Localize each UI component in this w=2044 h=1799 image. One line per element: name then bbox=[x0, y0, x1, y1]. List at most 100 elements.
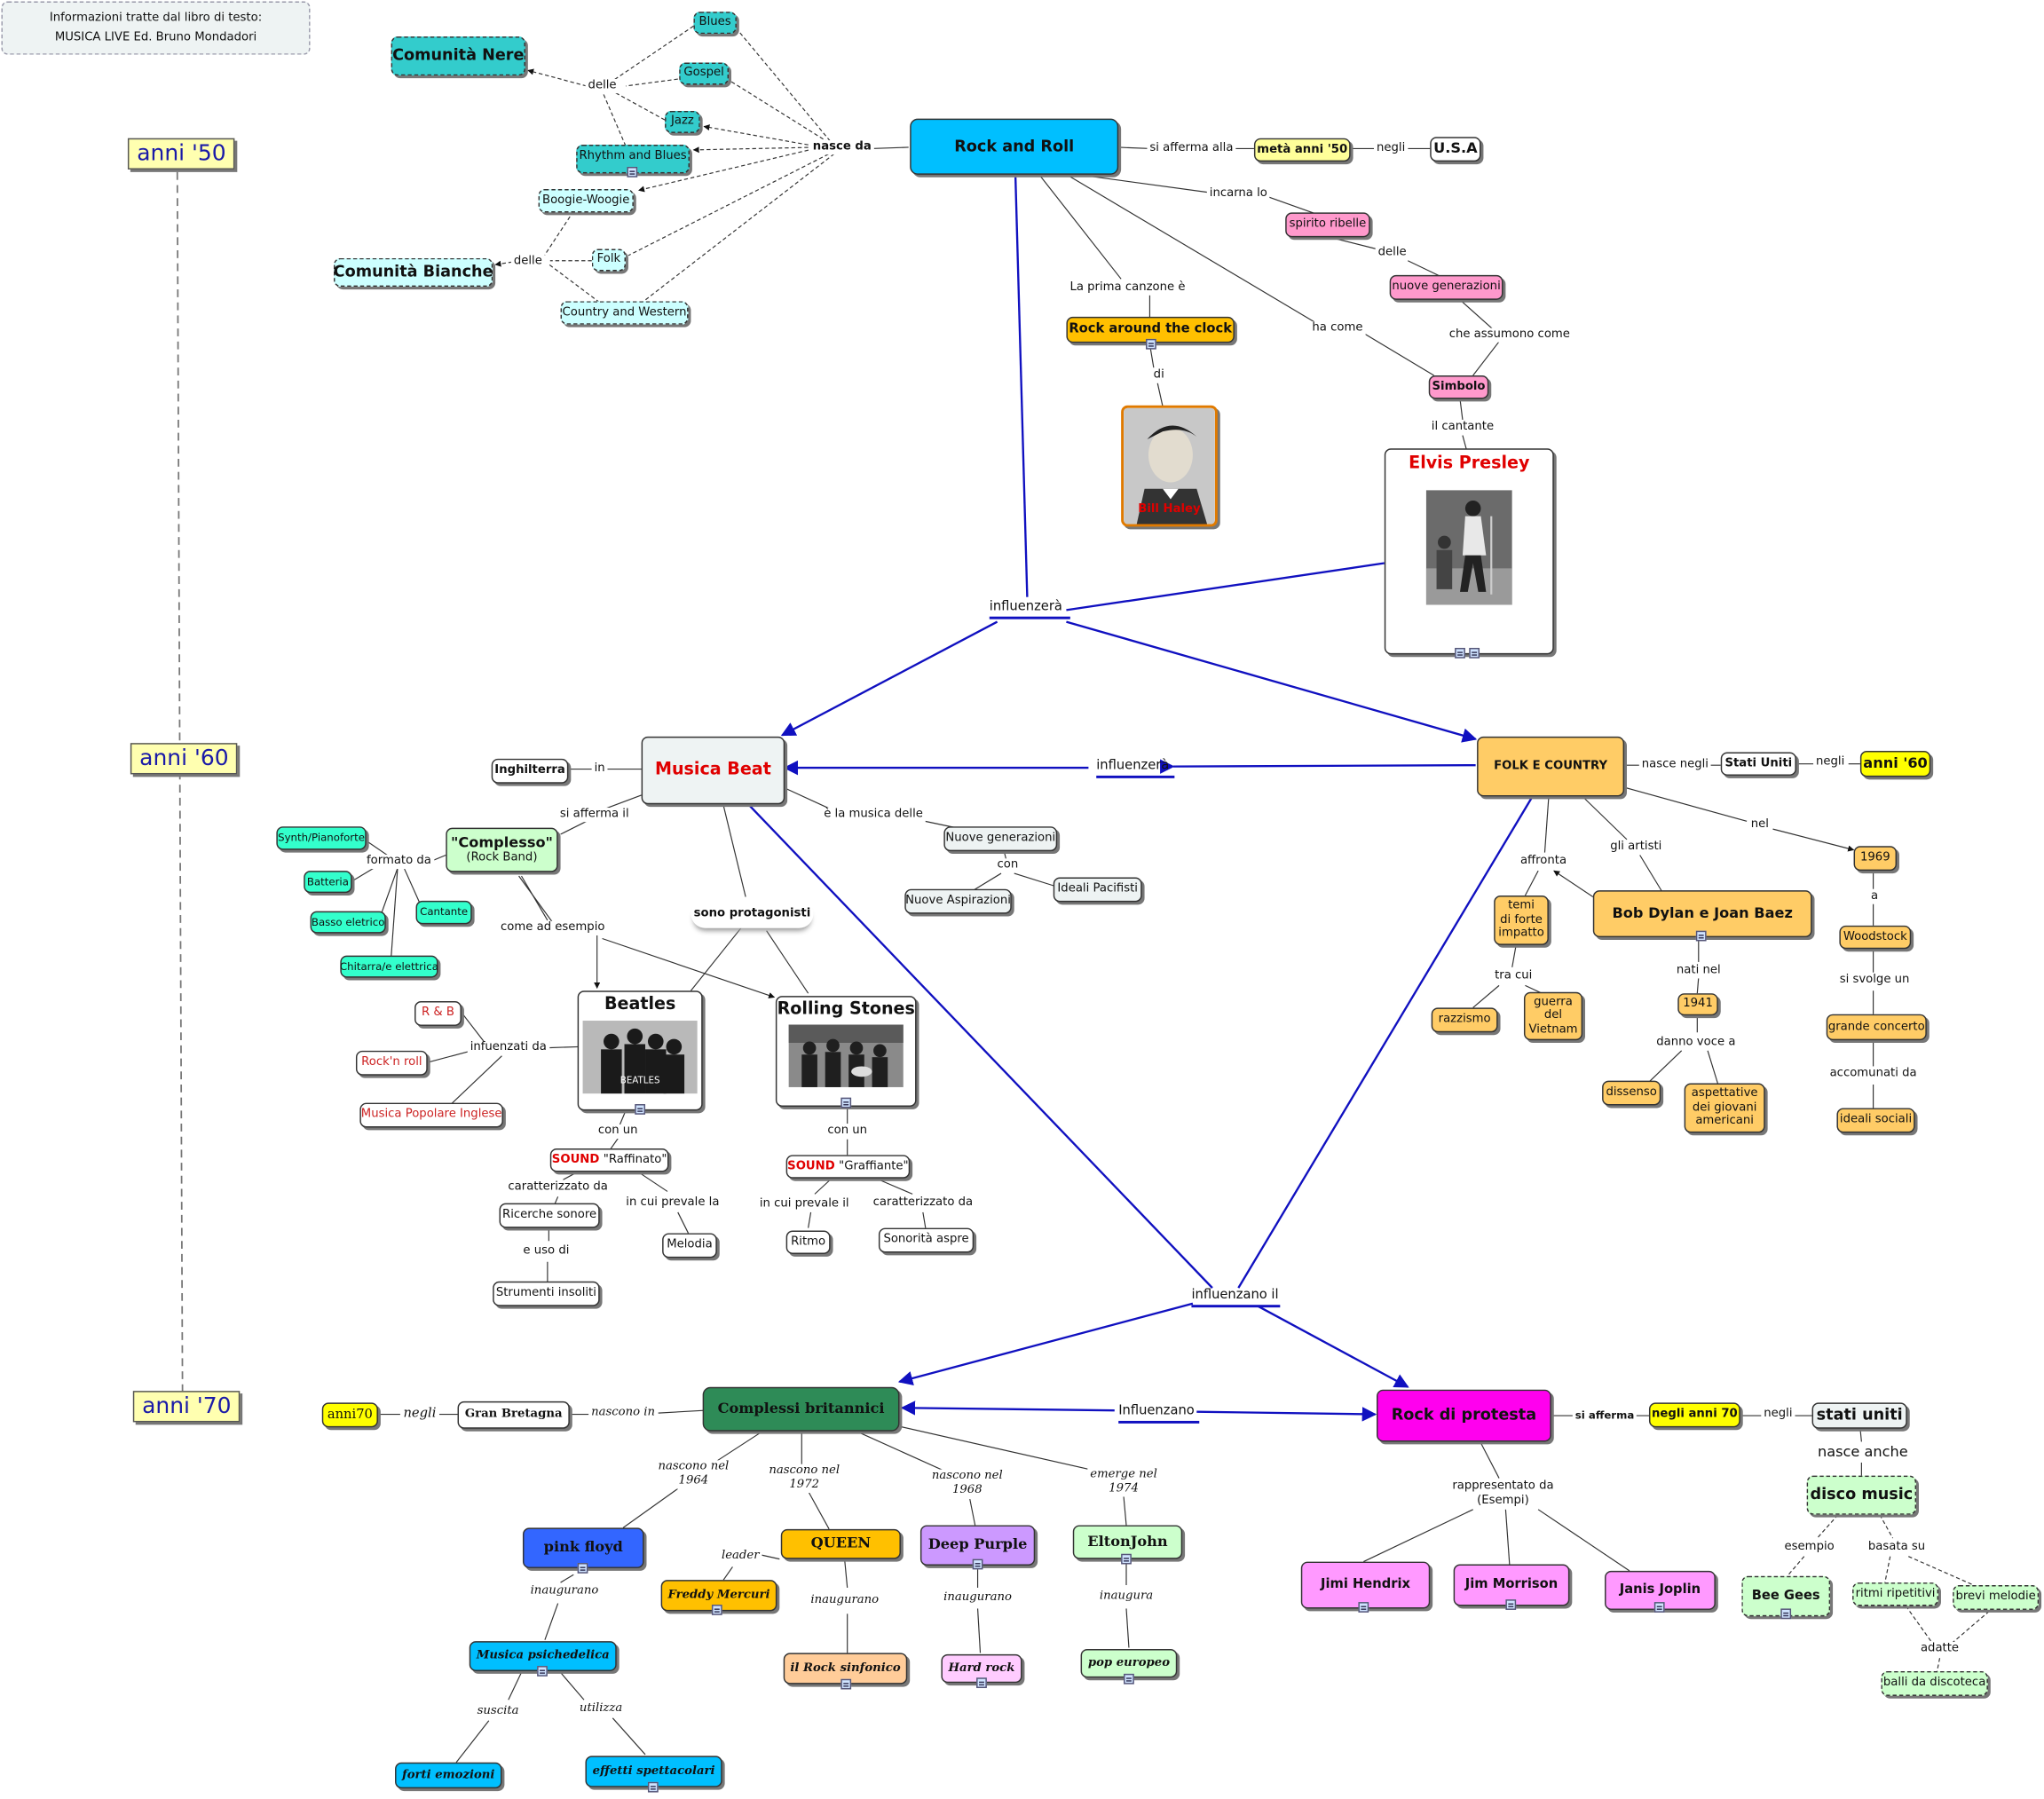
dylan-baez-resource-icon[interactable] bbox=[1695, 930, 1707, 942]
united-states-70s-node[interactable]: stati uniti bbox=[1811, 1402, 1907, 1429]
racism-node[interactable]: razzismo bbox=[1431, 1007, 1498, 1033]
pink-floyd-node[interactable]: pink floyd bbox=[522, 1527, 644, 1568]
boogie-woogie-node[interactable]: Boogie-Woogie bbox=[538, 188, 634, 213]
rock-and-roll-node[interactable]: Rock and Roll bbox=[910, 118, 1119, 175]
rhythm-node[interactable]: Ritmo bbox=[785, 1230, 831, 1254]
new-aspirations-node[interactable]: Nuove Aspirazioni bbox=[904, 888, 1012, 914]
label-beatles-con-un: con un bbox=[595, 1124, 641, 1139]
dance-floor-node[interactable]: balli da discoteca bbox=[1881, 1670, 1988, 1696]
great-britain-node[interactable]: Gran Bretagna bbox=[457, 1401, 570, 1429]
bee-gees-resource-icon[interactable] bbox=[1780, 1608, 1792, 1620]
united-states-60s-node[interactable]: Stati Uniti bbox=[1720, 752, 1796, 776]
year-1969-node[interactable]: 1969 bbox=[1853, 846, 1898, 872]
sound-research-node[interactable]: Ricerche sonore bbox=[499, 1203, 600, 1228]
jazz-node[interactable]: Jazz bbox=[665, 110, 700, 133]
rolling-stones-node[interactable]: Rolling Stones bbox=[775, 996, 917, 1107]
effects-resource-icon[interactable] bbox=[647, 1781, 659, 1793]
freddy-resource-icon[interactable] bbox=[711, 1605, 722, 1615]
england-node[interactable]: Inghilterra bbox=[491, 758, 569, 784]
elton-john-node[interactable]: EltonJohn bbox=[1072, 1525, 1183, 1559]
white-communities-node[interactable]: Comunità Bianche bbox=[334, 257, 493, 288]
morrison-resource-icon[interactable] bbox=[1505, 1599, 1517, 1610]
gospel-node[interactable]: Gospel bbox=[679, 62, 730, 85]
hendrix-resource-icon[interactable] bbox=[1358, 1602, 1369, 1613]
rock-n-roll-node[interactable]: Rock'n roll bbox=[355, 1050, 428, 1076]
era-1950s[interactable]: anni '50 bbox=[127, 138, 235, 170]
rock-around-resource-icon[interactable] bbox=[1146, 338, 1156, 350]
social-ideals-node[interactable]: ideali sociali bbox=[1836, 1108, 1915, 1133]
new-generations-node[interactable]: nuove generazioni bbox=[1389, 274, 1503, 300]
anni70-node[interactable]: anni70 bbox=[321, 1402, 378, 1428]
blues-node[interactable]: Blues bbox=[693, 12, 737, 35]
sound-graffiante-node[interactable]: SOUND"Graffiante" bbox=[785, 1155, 911, 1179]
big-concert-node[interactable]: grande concerto bbox=[1826, 1014, 1927, 1041]
symbol-node[interactable]: Simbolo bbox=[1428, 375, 1489, 399]
melody-node[interactable]: Melodia bbox=[662, 1233, 717, 1259]
source-info-line-1: Informazioni tratte dal libro di testo: bbox=[49, 12, 263, 26]
elton-john-resource-icon[interactable] bbox=[1121, 1553, 1132, 1565]
british-bands-node[interactable]: Complessi britannici bbox=[702, 1386, 900, 1432]
psychedelic-resource-icon[interactable] bbox=[537, 1666, 548, 1677]
synth-node[interactable]: Synth/Pianoforte bbox=[276, 826, 367, 850]
joplin-resource-icon[interactable] bbox=[1653, 1602, 1665, 1613]
impact-themes-node[interactable]: temi di forte impatto bbox=[1494, 896, 1549, 945]
musica-beat-node[interactable]: Musica Beat bbox=[641, 736, 785, 805]
rhythm-and-blues-node[interactable]: Rhythm and Blues bbox=[576, 145, 690, 174]
pop-resource-icon[interactable] bbox=[1124, 1673, 1134, 1685]
unusual-instruments-node[interactable]: Strumenti insoliti bbox=[493, 1281, 600, 1306]
guitar-node[interactable]: Chitarra/e elettrica bbox=[340, 955, 438, 978]
pink-floyd-resource-icon[interactable] bbox=[577, 1563, 588, 1574]
beat-new-generations-node[interactable]: Nuove generazioni bbox=[943, 826, 1058, 852]
country-western-node[interactable]: Country and Western bbox=[560, 301, 689, 325]
beatles-photo: BEATLES bbox=[582, 1020, 698, 1094]
usa-node[interactable]: U.S.A bbox=[1430, 137, 1481, 162]
strong-emotions-node[interactable]: forti emozioni bbox=[395, 1762, 502, 1789]
harsh-sounds-node[interactable]: Sonorità aspre bbox=[878, 1227, 975, 1253]
bill-haley-node[interactable]: Bill Haley bbox=[1121, 405, 1218, 527]
pacifist-ideals-node[interactable]: Ideali Pacifisti bbox=[1053, 877, 1142, 903]
deep-purple-node[interactable]: Deep Purple bbox=[919, 1525, 1036, 1566]
singer-node[interactable]: Cantante bbox=[415, 900, 472, 925]
beatles-node[interactable]: Beatles BEATLES bbox=[577, 990, 703, 1111]
elvis-presley-node[interactable]: Elvis Presley bbox=[1384, 448, 1554, 655]
drums-node[interactable]: Batteria bbox=[304, 871, 352, 894]
label-caratterizzato-stones: caratterizzato da bbox=[870, 1195, 976, 1211]
rnb-resource-icon[interactable] bbox=[627, 167, 638, 178]
beatles-resource-icon[interactable] bbox=[635, 1104, 646, 1115]
repetitive-rhythms-node[interactable]: ritmi ripetitivi bbox=[1852, 1582, 1939, 1606]
youth-expectations-node[interactable]: aspettative dei giovani americani bbox=[1684, 1083, 1765, 1133]
rock-around-the-clock-node[interactable]: Rock around the clock bbox=[1066, 316, 1235, 343]
complesso-node[interactable]: "Complesso" (Rock Band) bbox=[446, 827, 558, 872]
rolling-stones-resource-icon[interactable] bbox=[840, 1097, 852, 1109]
disco-music-node[interactable]: disco music bbox=[1806, 1475, 1917, 1515]
protagonists-node[interactable]: sono protagonisti bbox=[691, 899, 814, 928]
sixties-node[interactable]: anni '60 bbox=[1859, 751, 1931, 777]
jim-morrison-node[interactable]: Jim Morrison bbox=[1453, 1564, 1570, 1606]
dissent-node[interactable]: dissenso bbox=[1602, 1080, 1661, 1106]
rebel-spirit-node[interactable]: spirito ribelle bbox=[1285, 212, 1370, 238]
elvis-image-icon[interactable] bbox=[1455, 647, 1465, 659]
r-and-b-node[interactable]: R & B bbox=[414, 1001, 462, 1026]
english-folk-music-node[interactable]: Musica Popolare Inglese bbox=[359, 1102, 503, 1128]
folk-and-country-node[interactable]: FOLK E COUNTRY bbox=[1477, 736, 1625, 797]
vietnam-war-node[interactable]: guerra del Vietnam bbox=[1523, 991, 1583, 1041]
mid-fifties-node[interactable]: metà anni '50 bbox=[1253, 138, 1351, 162]
woodstock-node[interactable]: Woodstock bbox=[1839, 925, 1912, 950]
folk-origin-node[interactable]: Folk bbox=[591, 249, 626, 272]
queen-node[interactable]: QUEEN bbox=[780, 1528, 901, 1559]
era-1960s[interactable]: anni '60 bbox=[130, 743, 238, 775]
symphonic-resource-icon[interactable] bbox=[840, 1678, 852, 1690]
protest-rock-node[interactable]: Rock di protesta bbox=[1377, 1389, 1551, 1442]
era-1970s[interactable]: anni '70 bbox=[132, 1391, 241, 1423]
year-1941-node[interactable]: 1941 bbox=[1677, 993, 1718, 1016]
deep-purple-resource-icon[interactable] bbox=[972, 1558, 983, 1570]
label-nasce-negli: nasce negli bbox=[1638, 758, 1711, 773]
elvis-resource-icon[interactable] bbox=[1469, 647, 1480, 659]
hard-rock-resource-icon[interactable] bbox=[976, 1677, 987, 1689]
short-melodies-node[interactable]: brevi melodie bbox=[1953, 1585, 2040, 1610]
bass-node[interactable]: Basso eletrico bbox=[310, 911, 386, 934]
european-pop-node[interactable]: pop europeo bbox=[1080, 1648, 1178, 1678]
black-communities-node[interactable]: Comunità Nere bbox=[391, 36, 525, 76]
seventies-node[interactable]: negli anni 70 bbox=[1648, 1402, 1740, 1428]
sound-raffinato-node[interactable]: SOUND"Raffinato" bbox=[549, 1148, 669, 1172]
